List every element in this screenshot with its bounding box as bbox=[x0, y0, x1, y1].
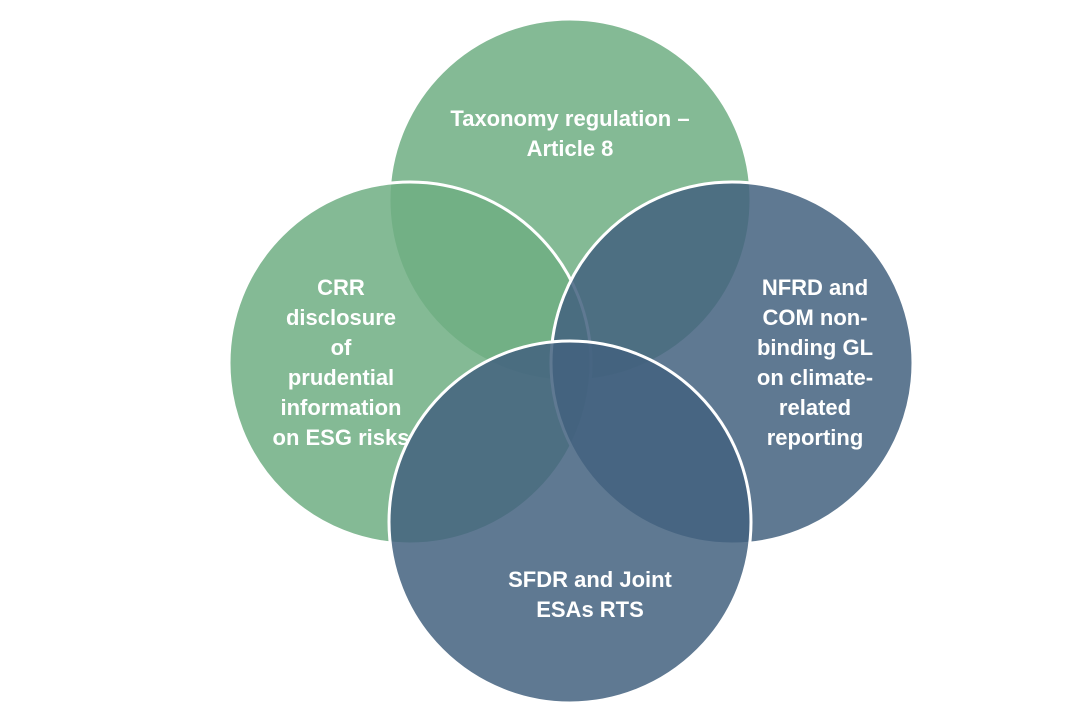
label-nfrd: NFRD and COM non- binding GL on climate-… bbox=[756, 275, 874, 450]
label-sfdr: SFDR and Joint ESAs RTS bbox=[508, 567, 672, 622]
label-crr-disclosure: CRR disclosure of prudential information… bbox=[272, 275, 410, 450]
circle-sfdr bbox=[387, 339, 753, 705]
label-taxonomy-regulation: Taxonomy regulation – Article 8 bbox=[450, 106, 690, 161]
